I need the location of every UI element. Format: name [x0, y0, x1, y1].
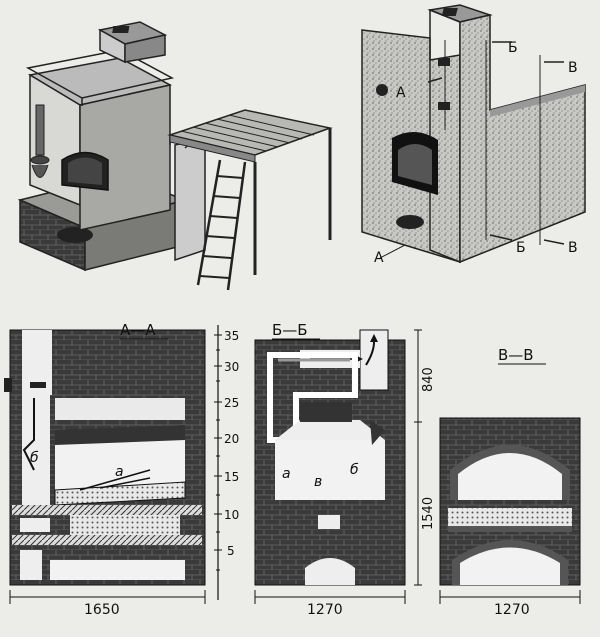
scale-tick-10: 10: [224, 508, 239, 522]
section-aa: 1650 А—А б а: [4, 321, 206, 618]
stove-block-perspective: А Б В А Б В: [361, 4, 586, 266]
bb-height-bottom: 1540: [421, 497, 436, 530]
vv-title: В—В: [498, 346, 534, 364]
section-bb: 840 1540 1270 Б—Б а в б: [254, 321, 436, 618]
label-a-top: А: [396, 85, 406, 101]
label-b-bottom: Б: [516, 240, 526, 256]
bb-label-a: а: [282, 466, 291, 482]
bb-label-v: в: [314, 474, 322, 490]
vv-width-dim: 1270: [494, 602, 530, 618]
bb-height-top: 840: [421, 367, 436, 392]
bb-label-b: б: [350, 462, 359, 478]
scale-tick-5: 5: [227, 544, 235, 558]
bb-width-dim: 1270: [307, 602, 343, 618]
scale-bar: 35 30 25 20 15 10 5: [214, 325, 239, 600]
label-v-top: В: [568, 60, 578, 76]
stove-perspective-drawing: [17, 21, 333, 291]
section-vv: 1270 В—В: [439, 346, 581, 618]
scale-tick-35: 35: [224, 329, 239, 343]
scale-tick-30: 30: [224, 360, 239, 374]
scale-tick-25: 25: [224, 396, 239, 410]
label-b-top: Б: [508, 40, 518, 56]
aa-label-b: б: [30, 450, 39, 466]
scale-tick-20: 20: [224, 432, 239, 446]
scale-tick-15: 15: [224, 470, 239, 484]
aa-label-a: а: [115, 464, 124, 480]
label-a-bottom: А: [374, 250, 384, 266]
aa-width-dim: 1650: [84, 602, 120, 618]
aa-title: А—А: [120, 321, 156, 339]
bb-title: Б—Б: [272, 321, 308, 339]
label-v-bottom: В: [568, 240, 578, 256]
